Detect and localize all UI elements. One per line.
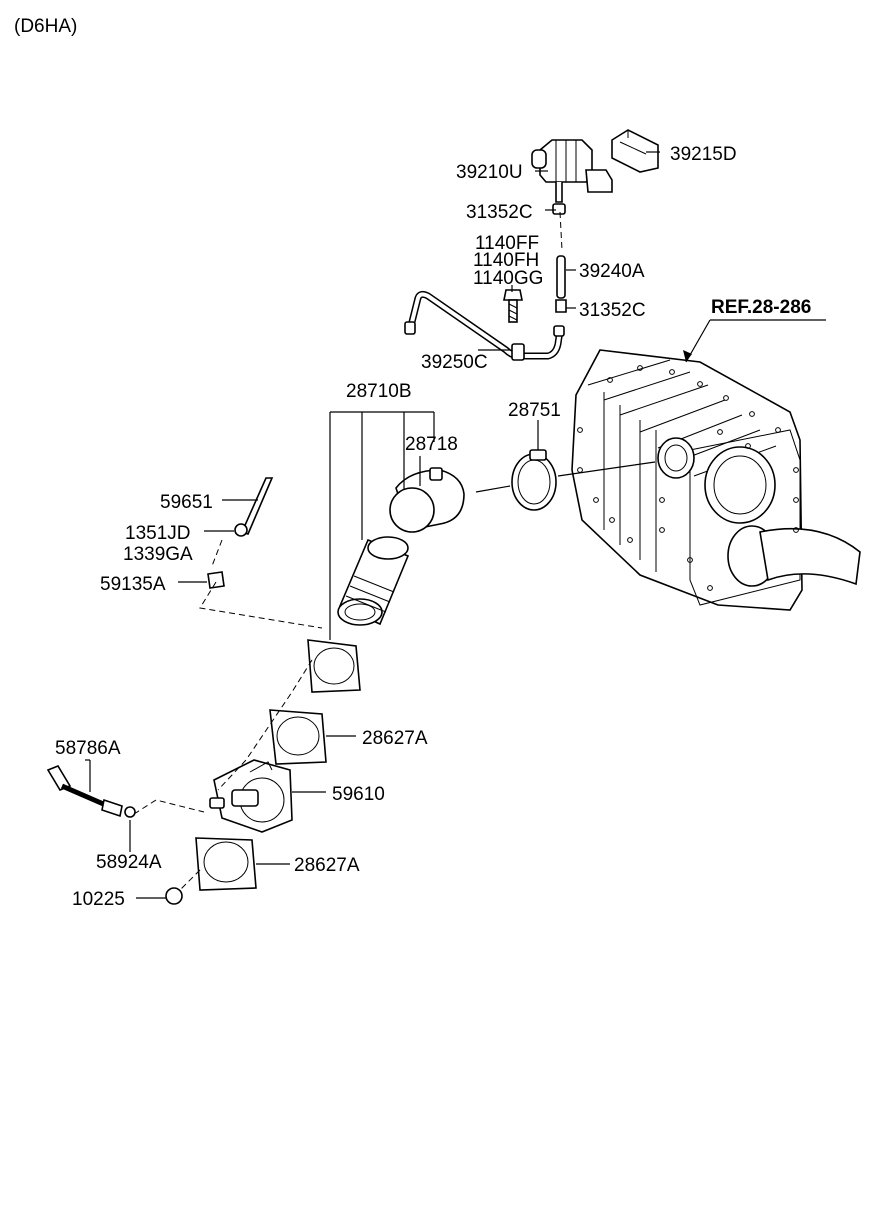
sensor-cable [46, 765, 136, 818]
label-1351JD: 1351JD [125, 523, 191, 544]
clamp [511, 449, 557, 511]
label-28627A-upper: 28627A [362, 728, 428, 749]
label-1140FH: 1140FH [473, 250, 539, 271]
label-1140FF: 1140FF [475, 233, 539, 254]
label-31352C-top: 31352C [466, 202, 533, 223]
sensor-assembly [531, 139, 613, 215]
label-39215D: 39215D [670, 144, 737, 165]
elbow-pipe [389, 467, 465, 533]
label-39240A: 39240A [579, 261, 645, 282]
label-58786A: 58786A [55, 738, 121, 759]
engine-code: (D6HA) [14, 16, 77, 37]
sensor-rod [207, 477, 274, 589]
muffler [571, 349, 861, 611]
dashed-line [559, 211, 563, 251]
gasket-top [307, 639, 361, 693]
dashed-line [179, 869, 201, 891]
label-39250C: 39250C [421, 352, 488, 373]
gasket-upper [269, 709, 327, 765]
flex-pipe [337, 536, 410, 626]
pipe [404, 290, 565, 361]
label-39210U: 39210U [456, 162, 523, 183]
gasket-lower [195, 837, 257, 891]
label-28710B: 28710B [346, 381, 412, 402]
label-31352C-mid: 31352C [579, 300, 646, 321]
label-1339GA: 1339GA [123, 544, 193, 565]
label-59610: 59610 [332, 784, 385, 805]
label-59651: 59651 [160, 492, 213, 513]
dashed-line [199, 581, 323, 629]
label-58924A: 58924A [96, 852, 162, 873]
label-28718: 28718 [405, 434, 458, 455]
dashed-line [133, 799, 205, 815]
label-59135A: 59135A [100, 574, 166, 595]
hose [555, 255, 567, 313]
exhaust-brake-valve [209, 759, 293, 833]
bracket [611, 129, 659, 173]
label-28627A-lower: 28627A [294, 855, 360, 876]
ref-arrowhead [683, 350, 692, 362]
label-10225: 10225 [72, 889, 125, 910]
bolt [503, 289, 523, 323]
nut [165, 887, 183, 905]
label-28751: 28751 [508, 400, 561, 421]
dashed-line [217, 659, 313, 791]
label-1140GG: 1140GG [473, 268, 543, 289]
dashed-line [211, 539, 223, 567]
leader-lines [85, 151, 826, 899]
reference-label: REF.28-286 [711, 297, 811, 318]
